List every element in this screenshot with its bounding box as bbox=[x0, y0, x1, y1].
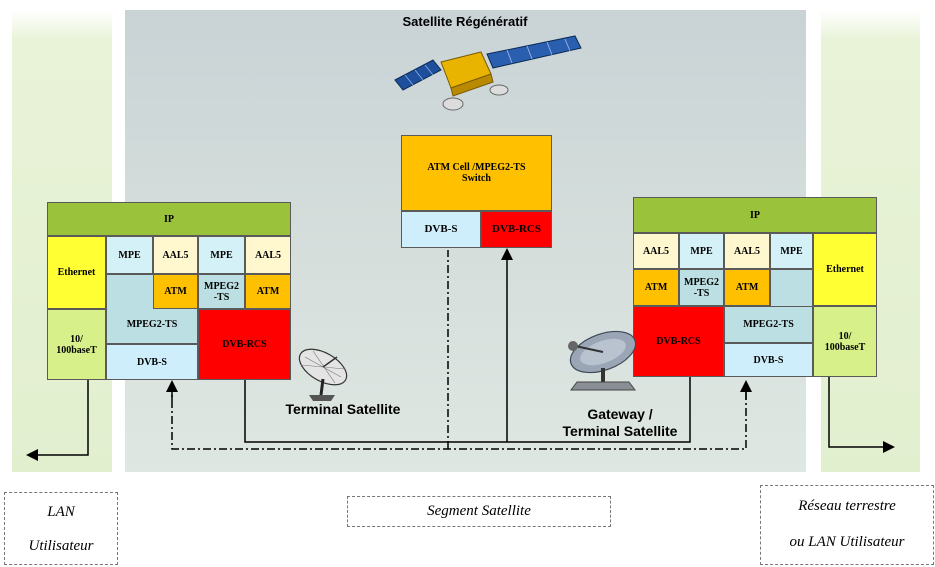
left-dvb-rcs: DVB-RCS bbox=[198, 309, 291, 380]
right-atm-1: ATM bbox=[633, 269, 679, 306]
switch-block: ATM Cell /MPEG2-TS Switch bbox=[401, 135, 552, 211]
left-ip: IP bbox=[47, 202, 291, 236]
satellite-title: Satellite Régénératif bbox=[402, 14, 528, 29]
left-dvb-s: DVB-S bbox=[106, 344, 198, 380]
left-mpeg2ts-small: MPEG2 -TS bbox=[198, 274, 245, 309]
left-atm-1: ATM bbox=[153, 274, 198, 309]
left-mpe-2: MPE bbox=[198, 236, 245, 274]
gateway-label: Gateway / Terminal Satellite bbox=[562, 406, 678, 439]
terminal-satellite-label: Terminal Satellite bbox=[285, 401, 401, 417]
right-aal5-2: AAL5 bbox=[724, 233, 770, 269]
right-dvb-s: DVB-S bbox=[724, 343, 813, 377]
left-atm-2: ATM bbox=[245, 274, 291, 309]
right-ethernet: Ethernet bbox=[813, 233, 877, 306]
caption-right-network: Réseau terrestre ou LAN Utilisateur bbox=[760, 485, 934, 565]
caption-left-lan: LAN Utilisateur bbox=[4, 492, 118, 565]
left-aal5-2: AAL5 bbox=[245, 236, 291, 274]
left-mpe-1: MPE bbox=[106, 236, 153, 274]
switch-dvb-rcs: DVB-RCS bbox=[481, 211, 552, 248]
switch-dvb-s: DVB-S bbox=[401, 211, 481, 248]
left-aal5-1: AAL5 bbox=[153, 236, 198, 274]
caption-satellite-segment: Segment Satellite bbox=[347, 496, 611, 527]
right-mpeg2ts-small: MPEG2 -TS bbox=[679, 269, 724, 306]
right-100baset: 10/ 100baseT bbox=[813, 306, 877, 377]
right-mpeg2ts-upper bbox=[770, 269, 813, 306]
right-atm-2: ATM bbox=[724, 269, 770, 306]
right-aal5-1: AAL5 bbox=[633, 233, 679, 269]
left-100baset: 10/ 100baseT bbox=[47, 309, 106, 380]
right-dvb-rcs: DVB-RCS bbox=[633, 306, 724, 377]
right-ip: IP bbox=[633, 197, 877, 233]
left-ethernet: Ethernet bbox=[47, 236, 106, 309]
right-mpeg2ts: MPEG2-TS bbox=[724, 306, 813, 343]
right-mpe-2: MPE bbox=[770, 233, 813, 269]
right-mpe-1: MPE bbox=[679, 233, 724, 269]
